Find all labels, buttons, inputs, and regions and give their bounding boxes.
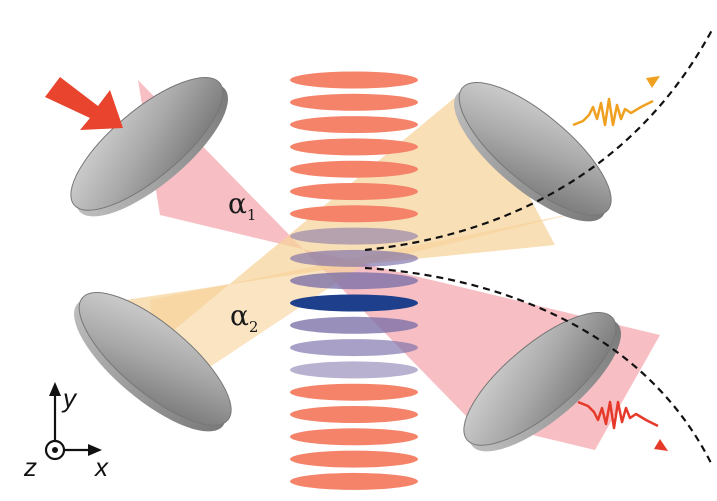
lattice-layer <box>290 205 418 223</box>
lattice-layer <box>290 383 418 401</box>
red-wave-packet-icon <box>577 400 668 451</box>
lattice-layer <box>290 160 418 178</box>
lattice-layer <box>290 249 418 267</box>
orange-beam-2 <box>150 210 590 400</box>
trajectory-up-dashed <box>364 29 713 252</box>
lattice-layer <box>290 406 418 423</box>
lattice-layer <box>290 294 418 312</box>
mirror-top-left <box>70 76 228 217</box>
lattice-layer <box>290 227 418 245</box>
coordinate-axes: y z x <box>23 382 109 482</box>
lattice-layer <box>290 339 418 357</box>
mirror-bottom-right <box>463 311 621 452</box>
lattice-layer <box>290 472 418 490</box>
y-axis-label: y <box>61 383 78 413</box>
lattice-layer <box>290 361 418 379</box>
lattice-layer <box>290 183 418 200</box>
z-axis-label: z <box>23 452 37 482</box>
lattice-layer <box>290 138 418 156</box>
lattice-layer <box>290 316 418 334</box>
optical-lattice <box>290 71 418 490</box>
trajectory-down-dashed <box>364 266 713 466</box>
alpha1-label: α1 <box>228 187 256 224</box>
lattice-layer <box>290 450 418 468</box>
input-arrow <box>45 77 123 130</box>
lattice-layer <box>290 93 418 111</box>
lattice-layer <box>290 71 418 89</box>
alpha2-label: α2 <box>230 299 258 336</box>
mirror-bottom-left <box>74 291 232 432</box>
lattice-layer <box>290 428 418 446</box>
lattice-layer <box>290 272 418 290</box>
orange-wave-packet-icon <box>572 76 660 127</box>
lattice-layer <box>290 116 418 134</box>
x-axis-label: x <box>93 452 109 482</box>
